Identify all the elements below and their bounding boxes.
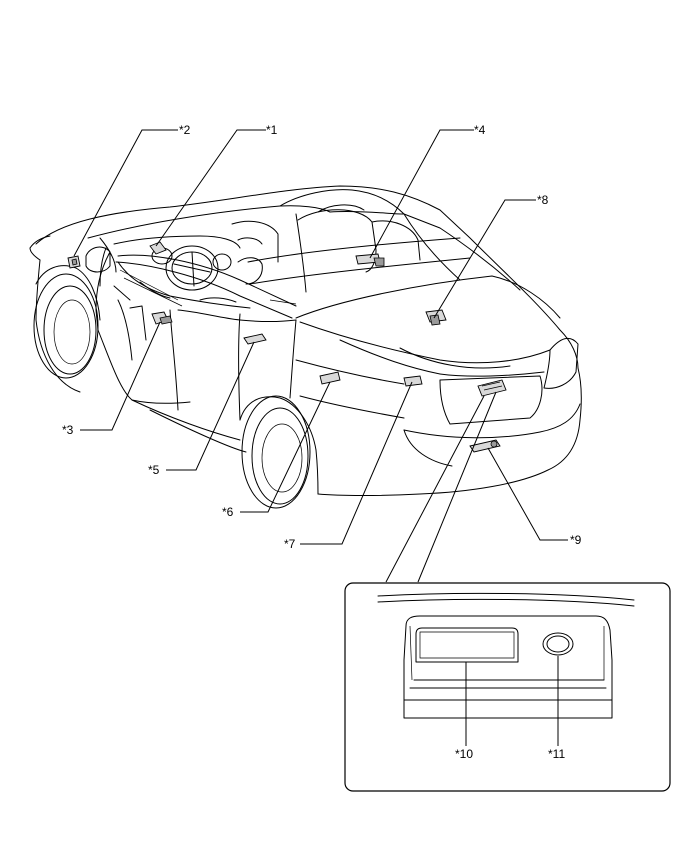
part-1-marker [149, 241, 167, 255]
detail-inset-frame [344, 582, 671, 792]
callout-label-3: *3 [62, 423, 74, 437]
trunk-handle-marker [477, 379, 507, 397]
callout-label-1: *1 [266, 123, 278, 137]
callout-label-8: *8 [537, 193, 549, 207]
leader-lines [73, 129, 568, 583]
parts [67, 241, 507, 453]
license-lamp-lens [415, 627, 519, 663]
trunk-opener-switch [542, 632, 574, 656]
callout-label-4: *4 [474, 123, 486, 137]
callout-label-5: *5 [148, 463, 160, 477]
part-2-marker [67, 255, 81, 269]
part-6-marker [319, 371, 341, 385]
callout-label-10: *10 [455, 747, 473, 761]
part-5-marker [243, 333, 267, 345]
part-3-marker [151, 311, 173, 325]
callout-label-6: *6 [222, 505, 234, 519]
car-illustration [29, 185, 582, 509]
part-4-marker [355, 253, 385, 267]
callout-label-2: *2 [179, 123, 191, 137]
callout-label-11: *11 [548, 747, 565, 761]
part-8-marker [425, 309, 447, 326]
callout-label-7: *7 [284, 537, 296, 551]
detail-inset: *10 *11 [344, 582, 671, 792]
part-7-marker [403, 375, 423, 387]
part-9-marker [469, 439, 501, 453]
callout-labels: *2 *1 *4 *8 *3 *5 *6 *7 *9 [62, 123, 582, 551]
callout-label-9: *9 [570, 533, 582, 547]
